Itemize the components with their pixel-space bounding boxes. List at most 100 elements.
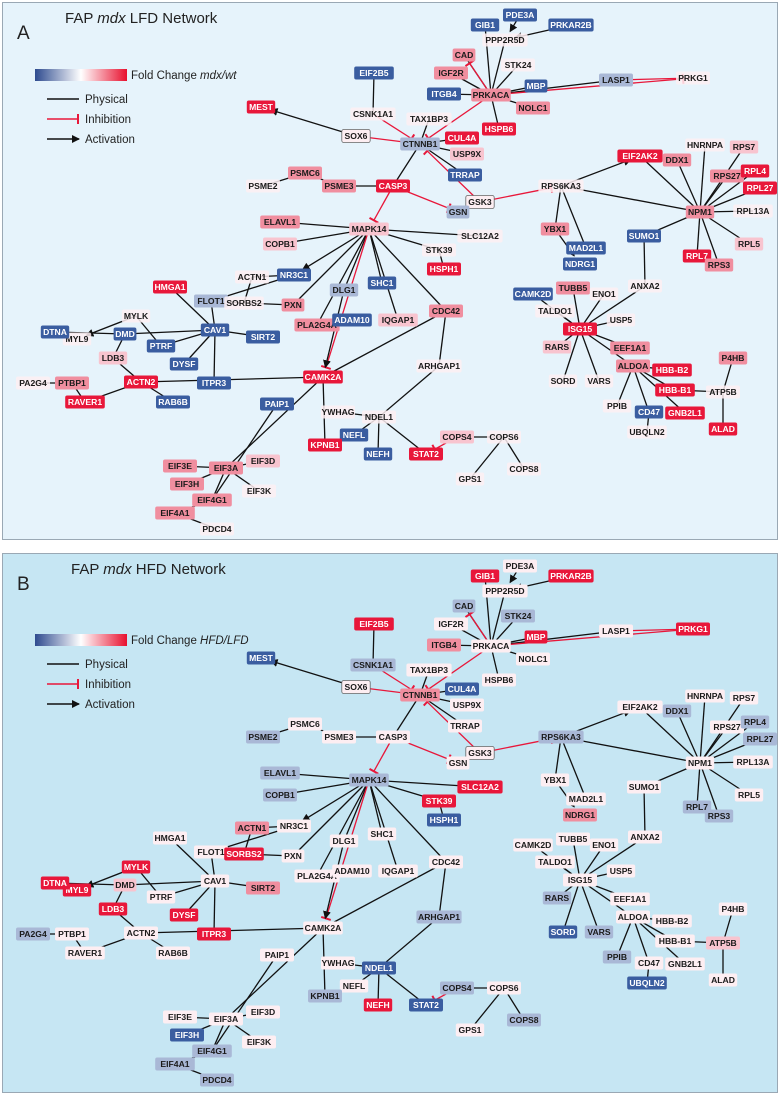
node-box bbox=[246, 179, 280, 193]
node-eif3k: EIF3K bbox=[242, 484, 276, 498]
node-label: PTRF bbox=[150, 892, 172, 902]
node-label: GNB2L1 bbox=[668, 959, 702, 969]
node-label: EIF2B5 bbox=[359, 619, 388, 629]
node-label: HNRNPA bbox=[687, 140, 723, 150]
node-box bbox=[200, 323, 230, 337]
edge-cdc42-camk2a bbox=[322, 310, 447, 378]
node-ptbp1: PTBP1 bbox=[55, 927, 89, 941]
node-box bbox=[617, 700, 663, 714]
node-label: NDEL1 bbox=[365, 963, 393, 973]
node-box bbox=[169, 908, 199, 922]
node-label: SORBS2 bbox=[226, 298, 262, 308]
node-box bbox=[471, 639, 511, 653]
node-box bbox=[685, 689, 725, 703]
node-label: DDX1 bbox=[666, 155, 689, 165]
node-box bbox=[542, 340, 572, 354]
node-taldo1: TALDO1 bbox=[535, 855, 575, 869]
node-kpnb1: KPNB1 bbox=[308, 989, 342, 1003]
node-box bbox=[242, 1035, 276, 1049]
node-ndel1: NDEL1 bbox=[362, 961, 396, 975]
node-label: SUMO1 bbox=[629, 231, 660, 241]
node-box bbox=[706, 936, 740, 950]
node-box bbox=[235, 270, 269, 284]
node-label: ACTN2 bbox=[127, 928, 156, 938]
node-box bbox=[362, 410, 396, 424]
node-box bbox=[606, 313, 636, 327]
node-igf2r: IGF2R bbox=[434, 617, 468, 631]
node-box bbox=[516, 101, 550, 115]
node-box bbox=[65, 946, 105, 960]
edge-prkaca-lasp1 bbox=[490, 630, 617, 647]
node-box bbox=[584, 374, 614, 388]
node-ndel1: NDEL1 bbox=[362, 410, 396, 424]
node-label: VARS bbox=[587, 376, 611, 386]
node-box bbox=[708, 973, 738, 987]
node-label: EIF3K bbox=[247, 1037, 272, 1047]
node-box bbox=[246, 881, 280, 895]
node-eif2b5: EIF2B5 bbox=[354, 617, 394, 631]
node-box bbox=[121, 860, 151, 874]
node-label: PRKAR2B bbox=[550, 571, 592, 581]
node-box bbox=[482, 33, 528, 47]
node-box bbox=[610, 341, 650, 355]
node-ldb3: LDB3 bbox=[98, 351, 128, 365]
node-cops6: COPS6 bbox=[487, 981, 521, 995]
node-label: EIF3A bbox=[214, 463, 238, 473]
node-label: HBB-B2 bbox=[656, 365, 689, 375]
node-box bbox=[367, 276, 397, 290]
node-box bbox=[209, 461, 243, 475]
node-box bbox=[170, 1028, 204, 1042]
node-eif3d: EIF3D bbox=[246, 454, 280, 468]
node-box bbox=[535, 855, 575, 869]
node-eif3a: EIF3A bbox=[209, 1012, 243, 1026]
node-box bbox=[246, 454, 280, 468]
node-box bbox=[710, 720, 744, 734]
node-box bbox=[718, 351, 748, 365]
node-rars: RARS bbox=[542, 340, 572, 354]
node-mad2l1: MAD2L1 bbox=[566, 241, 606, 255]
node-box bbox=[124, 926, 158, 940]
node-label: COPB1 bbox=[265, 790, 295, 800]
node-box bbox=[400, 688, 440, 702]
node-itgb4: ITGB4 bbox=[427, 638, 461, 652]
node-box bbox=[516, 652, 550, 666]
node-psme3: PSME3 bbox=[322, 179, 356, 193]
node-eif4g1: EIF4G1 bbox=[192, 493, 232, 507]
edge-camk2a-eif3a bbox=[225, 927, 324, 1020]
node-alad: ALAD bbox=[708, 973, 738, 987]
node-label: EIF3A bbox=[214, 1014, 238, 1024]
node-box bbox=[655, 934, 695, 948]
node-label: TAX1BP3 bbox=[410, 665, 448, 675]
node-box bbox=[566, 792, 606, 806]
node-dtna: DTNA bbox=[40, 325, 70, 339]
node-box bbox=[450, 147, 484, 161]
node-sorbs2: SORBS2 bbox=[224, 296, 264, 310]
node-label: CDC42 bbox=[432, 857, 460, 867]
legend-activation-label: Activation bbox=[85, 134, 135, 146]
node-eif3h: EIF3H bbox=[170, 477, 204, 491]
node-label: MAPK14 bbox=[352, 775, 387, 785]
node-label: RPS6KA3 bbox=[541, 732, 581, 742]
node-alad: ALAD bbox=[708, 422, 738, 436]
node-stat2: STAT2 bbox=[409, 447, 443, 461]
node-eif3k: EIF3K bbox=[242, 1035, 276, 1049]
node-anxa2: ANXA2 bbox=[628, 830, 662, 844]
node-eef1a1: EEF1A1 bbox=[610, 892, 650, 906]
node-label: NEFH bbox=[366, 1000, 389, 1010]
edge-mapk14-camk2a bbox=[325, 228, 370, 368]
node-box bbox=[146, 339, 176, 353]
node-adam10: ADAM10 bbox=[332, 313, 372, 327]
node-box bbox=[455, 472, 485, 486]
node-label: TUBB5 bbox=[559, 834, 588, 844]
node-label: RPL4 bbox=[744, 717, 766, 727]
node-p4hb: P4HB bbox=[718, 351, 748, 365]
node-label: ARHGAP1 bbox=[418, 912, 460, 922]
inhibition-bar bbox=[369, 216, 379, 224]
node-label: FLOT1 bbox=[197, 847, 224, 857]
node-box bbox=[62, 332, 92, 346]
node-label: ITGB4 bbox=[431, 89, 457, 99]
edge-cav1-dmd bbox=[124, 880, 216, 886]
node-box bbox=[662, 704, 692, 718]
node-ctnnb1: CTNNB1 bbox=[400, 688, 440, 702]
node-label: PSME3 bbox=[324, 732, 353, 742]
